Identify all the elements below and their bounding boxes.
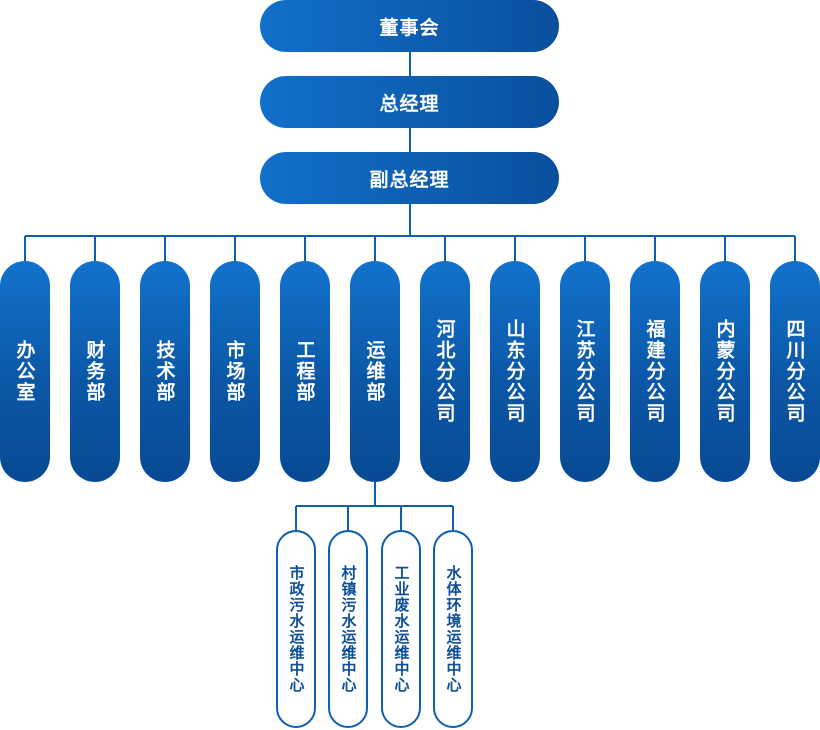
dept-box-jiangsu-branch: 江苏分公司 xyxy=(560,261,610,482)
dept-box-shandong-branch: 山东分公司 xyxy=(490,261,540,482)
dept-label: 内蒙分公司 xyxy=(713,319,736,424)
dept-box-technology: 技术部 xyxy=(140,261,190,482)
deputy-general-manager-label: 副总经理 xyxy=(369,168,450,191)
dept-label: 福建分公司 xyxy=(643,319,666,424)
center-label: 水体环境运维中心 xyxy=(444,565,463,693)
center-box-village-wastewater: 村镇污水运维中心 xyxy=(328,530,368,728)
dept-label: 市场部 xyxy=(223,340,246,403)
center-label: 市政污水运维中心 xyxy=(287,565,306,693)
dept-box-operations: 运维部 xyxy=(350,261,400,482)
deputy-general-manager-box: 副总经理 xyxy=(260,152,559,204)
center-box-municipal-wastewater: 市政污水运维中心 xyxy=(276,530,316,728)
center-label: 村镇污水运维中心 xyxy=(339,565,358,693)
dept-box-marketing: 市场部 xyxy=(210,261,260,482)
dept-label: 山东分公司 xyxy=(503,319,526,424)
board-box: 董事会 xyxy=(260,0,559,52)
general-manager-label: 总经理 xyxy=(379,92,440,115)
dept-label: 运维部 xyxy=(363,340,386,403)
dept-label: 技术部 xyxy=(153,340,176,403)
board-label: 董事会 xyxy=(379,16,440,39)
center-box-industrial-wastewater: 工业废水运维中心 xyxy=(381,530,421,728)
dept-label: 河北分公司 xyxy=(433,319,456,424)
dept-label: 江苏分公司 xyxy=(573,319,596,424)
dept-box-hebei-branch: 河北分公司 xyxy=(420,261,470,482)
dept-box-office: 办公室 xyxy=(0,261,50,482)
dept-box-engineering: 工程部 xyxy=(280,261,330,482)
center-label: 工业废水运维中心 xyxy=(392,565,411,693)
center-box-water-environment: 水体环境运维中心 xyxy=(433,530,473,728)
dept-label: 工程部 xyxy=(293,340,316,403)
dept-box-neimeng-branch: 内蒙分公司 xyxy=(700,261,750,482)
dept-box-finance: 财务部 xyxy=(70,261,120,482)
dept-box-fujian-branch: 福建分公司 xyxy=(630,261,680,482)
general-manager-box: 总经理 xyxy=(260,76,559,128)
dept-box-sichuan-branch: 四川分公司 xyxy=(770,261,820,482)
dept-label: 办公室 xyxy=(13,340,36,403)
dept-label: 四川分公司 xyxy=(783,319,806,424)
dept-label: 财务部 xyxy=(83,340,106,403)
